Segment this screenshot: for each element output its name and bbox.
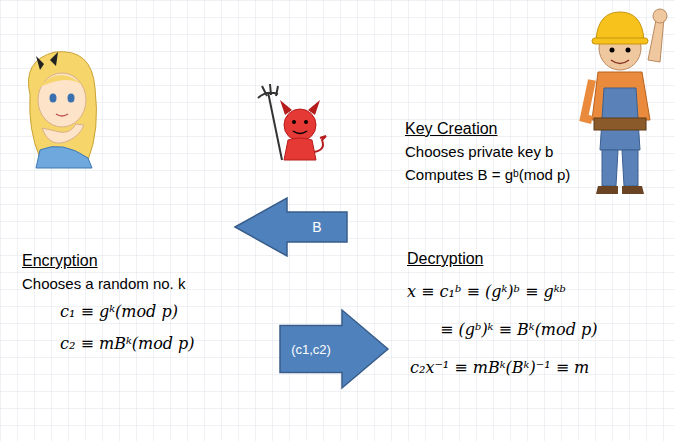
formula: c₁ ≡ gᵏ(mod p) (60, 302, 178, 321)
bob-tool-belt (594, 118, 646, 130)
alice-figure (28, 52, 96, 168)
alice-bow (36, 52, 58, 70)
block-arrow-shape (235, 198, 347, 256)
alice-eye (50, 94, 57, 103)
block-arrow-outline (235, 198, 347, 256)
trident-shaft (268, 92, 282, 160)
block-arrow-outline (280, 310, 388, 388)
formula: ≡ (gᵇ)ᵏ ≡ Bᵏ(mod p) (440, 320, 597, 339)
bob-smile (611, 60, 629, 64)
block-arrow: B (235, 198, 347, 256)
alice-hair (28, 52, 96, 160)
devil-grin (293, 131, 307, 134)
devil-eye (304, 120, 308, 124)
eavesdropper-devil (258, 84, 326, 160)
trident-head (258, 84, 278, 98)
step-text: Computes B = gᵇ(mod p) (405, 166, 570, 183)
section-heading: Decryption (407, 250, 483, 268)
bob-hat-brim (592, 38, 648, 44)
bob-legs (602, 150, 638, 186)
formula: x ≡ c₁ᵇ ≡ (gᵏ)ᵇ ≡ gᵏᵇ (407, 282, 566, 301)
alice-eye (68, 94, 75, 103)
section-heading: Encryption (22, 252, 98, 270)
step-text: Chooses a random no. k (22, 275, 185, 292)
alice-dress (36, 146, 92, 168)
bob-eye (610, 48, 615, 53)
alice-hands (42, 124, 84, 143)
bob-eye (626, 48, 631, 53)
section-heading: Key Creation (405, 120, 498, 138)
alice-mouth (56, 114, 68, 116)
block-arrow: (c1,c2) (280, 310, 388, 388)
bob-hand (653, 9, 667, 23)
bob-left-arm (584, 80, 592, 120)
step-text: Chooses private key b (405, 143, 553, 160)
arrow-label: B (312, 219, 321, 235)
alice-face (38, 73, 86, 127)
devil-eye (292, 120, 296, 124)
bob-boots (596, 186, 644, 194)
bob-figure (584, 9, 667, 194)
alice-fringe (38, 75, 86, 88)
formula: c₂ ≡ mBᵏ(mod p) (60, 334, 195, 353)
formula: c₂x⁻¹ ≡ mBᵏ(Bᵏ)⁻¹ ≡ m (410, 358, 589, 377)
bob-raised-arm (648, 18, 664, 62)
devil-body (284, 138, 316, 160)
devil-tail (314, 136, 326, 152)
devil-head (284, 109, 316, 141)
arrow-label: (c1,c2) (291, 342, 331, 357)
bob-hard-hat (596, 12, 644, 40)
